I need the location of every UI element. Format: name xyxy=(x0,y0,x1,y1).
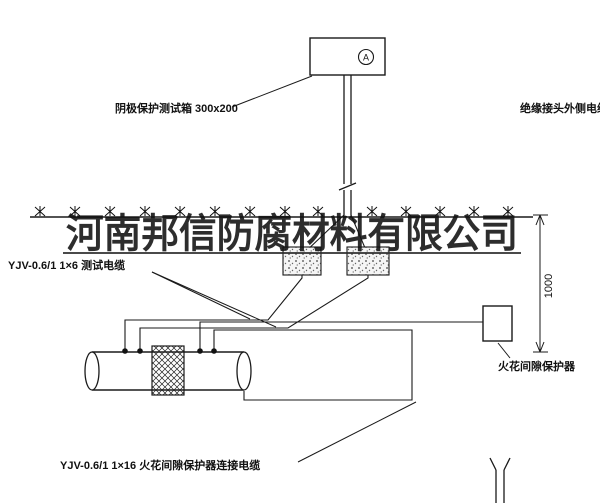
spark-cable-label: YJV-0.6/1 1×16 火花间隙保护器连接电缆 xyxy=(60,458,260,472)
test-box-conduit xyxy=(338,75,357,215)
cable-weld-point xyxy=(211,348,217,354)
ammeter-letter: A xyxy=(363,53,369,63)
spark-protector-label: 火花间隙保护器 xyxy=(498,359,576,373)
concrete-block-right xyxy=(346,246,390,276)
test-box-label: 阴极保护测试箱 300x200 xyxy=(115,101,238,115)
dimension-line xyxy=(533,214,548,353)
dimension-arrow-bottom xyxy=(535,341,545,353)
insulating-joint xyxy=(151,345,185,396)
spark-cable-leader-line xyxy=(297,401,417,463)
dimension-arrow-top xyxy=(535,214,545,226)
spark-gap-cables xyxy=(199,321,483,401)
pipe-end-right xyxy=(236,351,252,391)
cable-weld-point xyxy=(137,348,143,354)
pipe-end-left xyxy=(84,351,100,391)
pipeline xyxy=(84,345,252,396)
test-box-outline xyxy=(309,37,386,76)
ammeter-symbol-icon xyxy=(357,48,375,66)
cathodic-test-box: A xyxy=(309,37,386,76)
dimension-value: 1000 xyxy=(543,274,555,298)
watermark-text: 河南邦信防腐材料有限公司 xyxy=(66,211,518,256)
test-box-leader-line xyxy=(231,75,313,108)
company-watermark: 河南邦信防腐材料有限公司 xyxy=(63,211,521,256)
insulated-joint-cable-label: 绝缘接头外侧电缆 xyxy=(520,101,600,115)
spark-gap-protector xyxy=(482,305,513,359)
concrete-blocks xyxy=(282,246,390,276)
pipe-riser-symbol xyxy=(489,457,511,503)
cable-weld-point xyxy=(122,348,128,354)
concrete-block-left xyxy=(282,246,322,276)
conduit-break-mark xyxy=(338,182,357,191)
test-cable-label: YJV-0.6/1 1×6 测试电缆 xyxy=(8,258,125,272)
cable-weld-point xyxy=(197,348,203,354)
test-cable-leader-lines xyxy=(151,271,277,328)
protector-leader-line xyxy=(497,342,511,359)
